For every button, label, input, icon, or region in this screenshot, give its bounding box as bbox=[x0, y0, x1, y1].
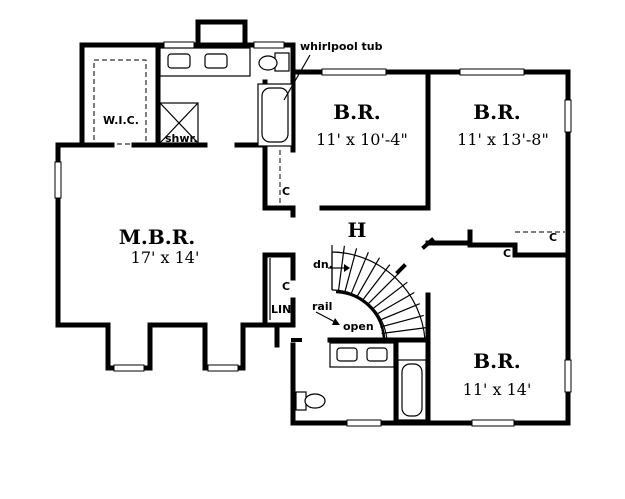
br3-dim: 11' x 14' bbox=[463, 380, 532, 399]
spiral-stair bbox=[315, 245, 427, 341]
stair-tread bbox=[350, 252, 369, 295]
wic-shelf-outline bbox=[93, 59, 147, 145]
hall-label: H bbox=[348, 218, 367, 242]
stair-tread bbox=[377, 303, 420, 322]
br1-name: B.R. bbox=[333, 100, 380, 124]
closet-c1: C bbox=[282, 185, 290, 198]
closet-c2: C bbox=[282, 280, 290, 293]
stair-tread bbox=[371, 281, 408, 311]
stair-tread bbox=[344, 248, 358, 292]
mbr-name: M.B.R. bbox=[119, 225, 196, 249]
mbr-dim: 17' x 14' bbox=[131, 248, 200, 267]
br1-dim: 11' x 10'-4" bbox=[316, 130, 408, 149]
master-bath-fixtures bbox=[159, 47, 293, 147]
closet-c3: C bbox=[503, 247, 511, 260]
stair-tread bbox=[375, 291, 415, 316]
stair-tread bbox=[366, 272, 400, 306]
linen-label: LIN bbox=[271, 303, 291, 316]
whirlpool-pointer bbox=[283, 54, 311, 101]
stair-tread bbox=[380, 314, 424, 328]
br3-name: B.R. bbox=[473, 349, 520, 373]
shower-label: shwr. bbox=[165, 132, 198, 145]
whirlpool-tub-label: whirlpool tub bbox=[300, 40, 383, 53]
stair-tread bbox=[361, 264, 391, 301]
br2-name: B.R. bbox=[473, 100, 520, 124]
windows bbox=[54, 41, 572, 427]
stair-down-label: dn. bbox=[313, 258, 333, 271]
hall-bath-fixtures bbox=[295, 342, 427, 421]
closet-c4: C bbox=[549, 231, 557, 244]
wic-label: W.I.C. bbox=[103, 114, 139, 127]
br2-dim: 11' x 13'-8" bbox=[457, 130, 549, 149]
open-label: open bbox=[343, 320, 374, 333]
stair-tread bbox=[356, 257, 381, 297]
door-marks bbox=[291, 237, 435, 342]
closet-outlines bbox=[269, 150, 565, 320]
rail-label: rail bbox=[312, 300, 332, 313]
stair-tread bbox=[381, 327, 427, 335]
